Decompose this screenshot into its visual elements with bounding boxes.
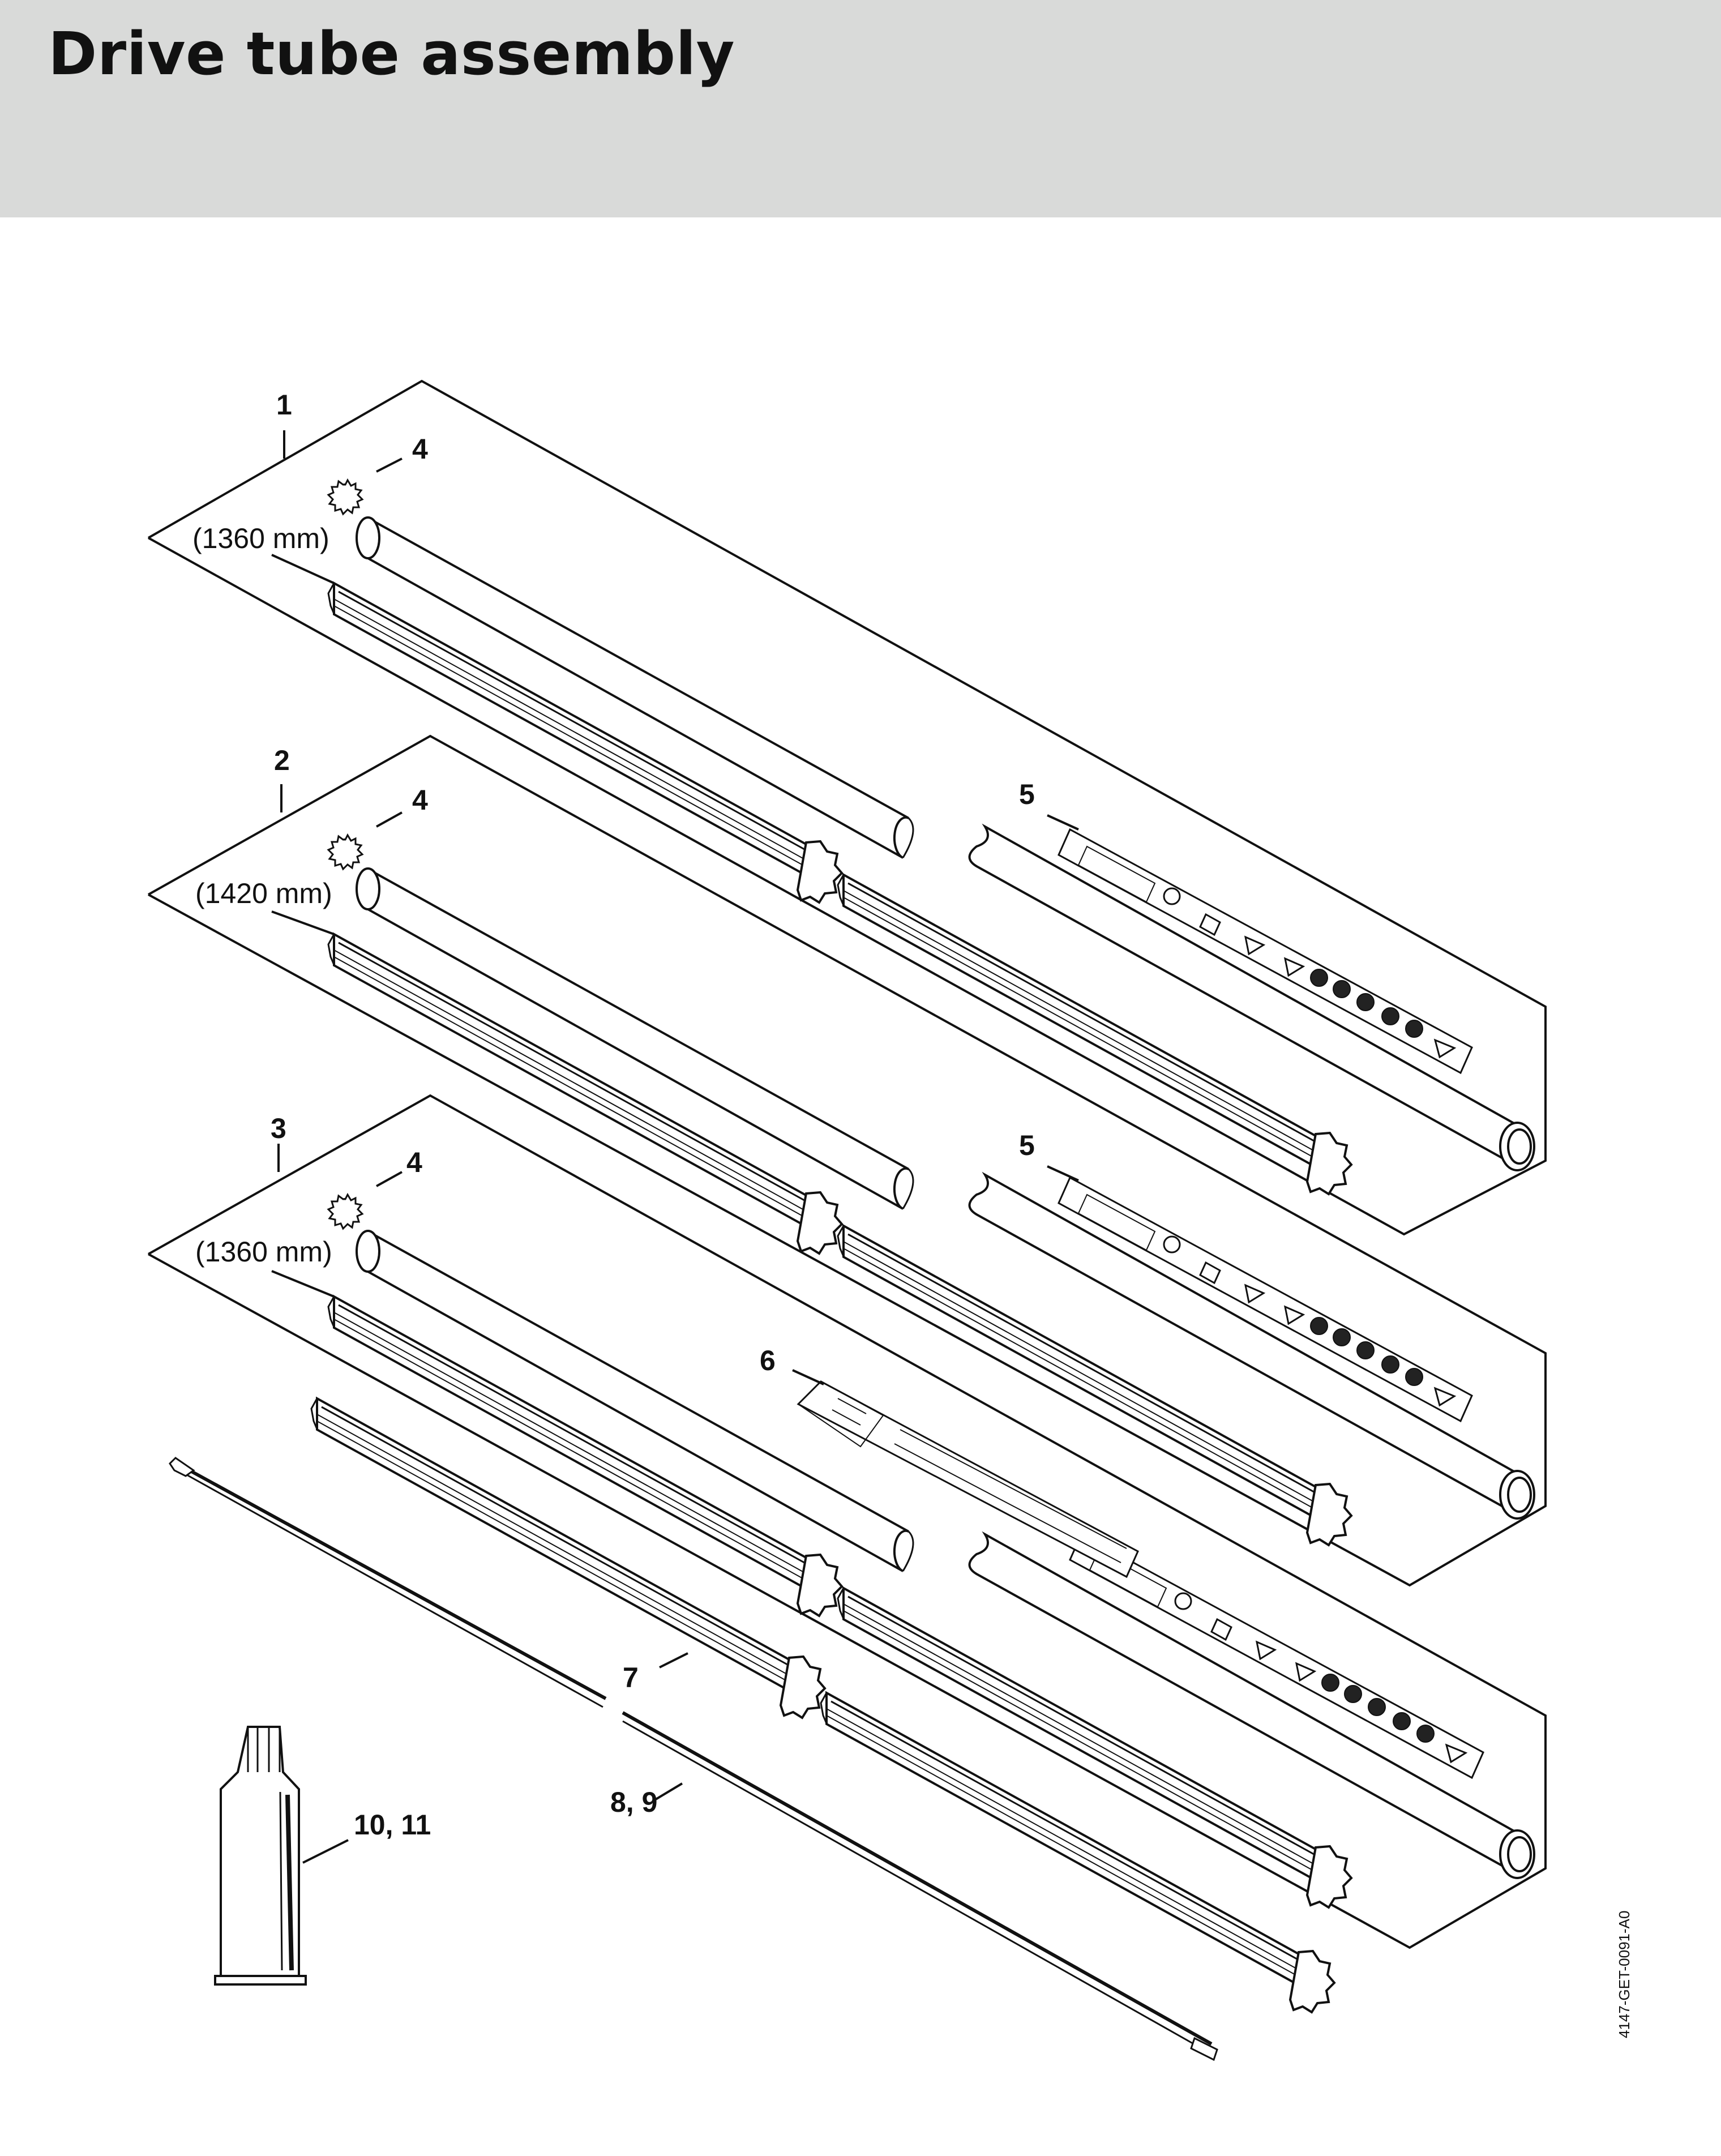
assembly-plane-2 [148,734,1547,1587]
length-label-3: (1360 mm) [195,1236,332,1268]
title-banner [0,0,1721,217]
length-label-1: (1360 mm) [192,523,329,554]
drawing-code: 4147-GET-0091-A0 [1616,1911,1633,2038]
length-label-2: (1420 mm) [195,878,332,909]
callout-2: 2 [274,745,290,776]
leader-lines [271,430,1079,1864]
assembly-plane-1 [148,379,1547,1236]
grease-tube-10-11 [214,1726,307,1986]
assembly-plane-3 [148,1094,1547,1949]
callout-1: 1 [276,389,292,421]
callout-7: 7 [623,1662,639,1693]
callout-8-9: 8, 9 [610,1786,657,1818]
callout-4b: 4 [412,784,428,816]
flexible-shaft-8-9 [169,1457,1218,2061]
callout-4a: 4 [412,433,428,465]
callout-5a: 5 [1019,778,1035,810]
callout-4c: 4 [406,1147,422,1178]
callout-6: 6 [760,1345,776,1376]
callout-10-11: 10, 11 [354,1809,431,1841]
drive-tube-1 [327,479,1535,1195]
callout-3: 3 [271,1113,286,1144]
page-title: Drive tube assembly [48,19,735,88]
callout-5b: 5 [1019,1130,1035,1161]
instruction-label-6 [797,1380,1139,1578]
